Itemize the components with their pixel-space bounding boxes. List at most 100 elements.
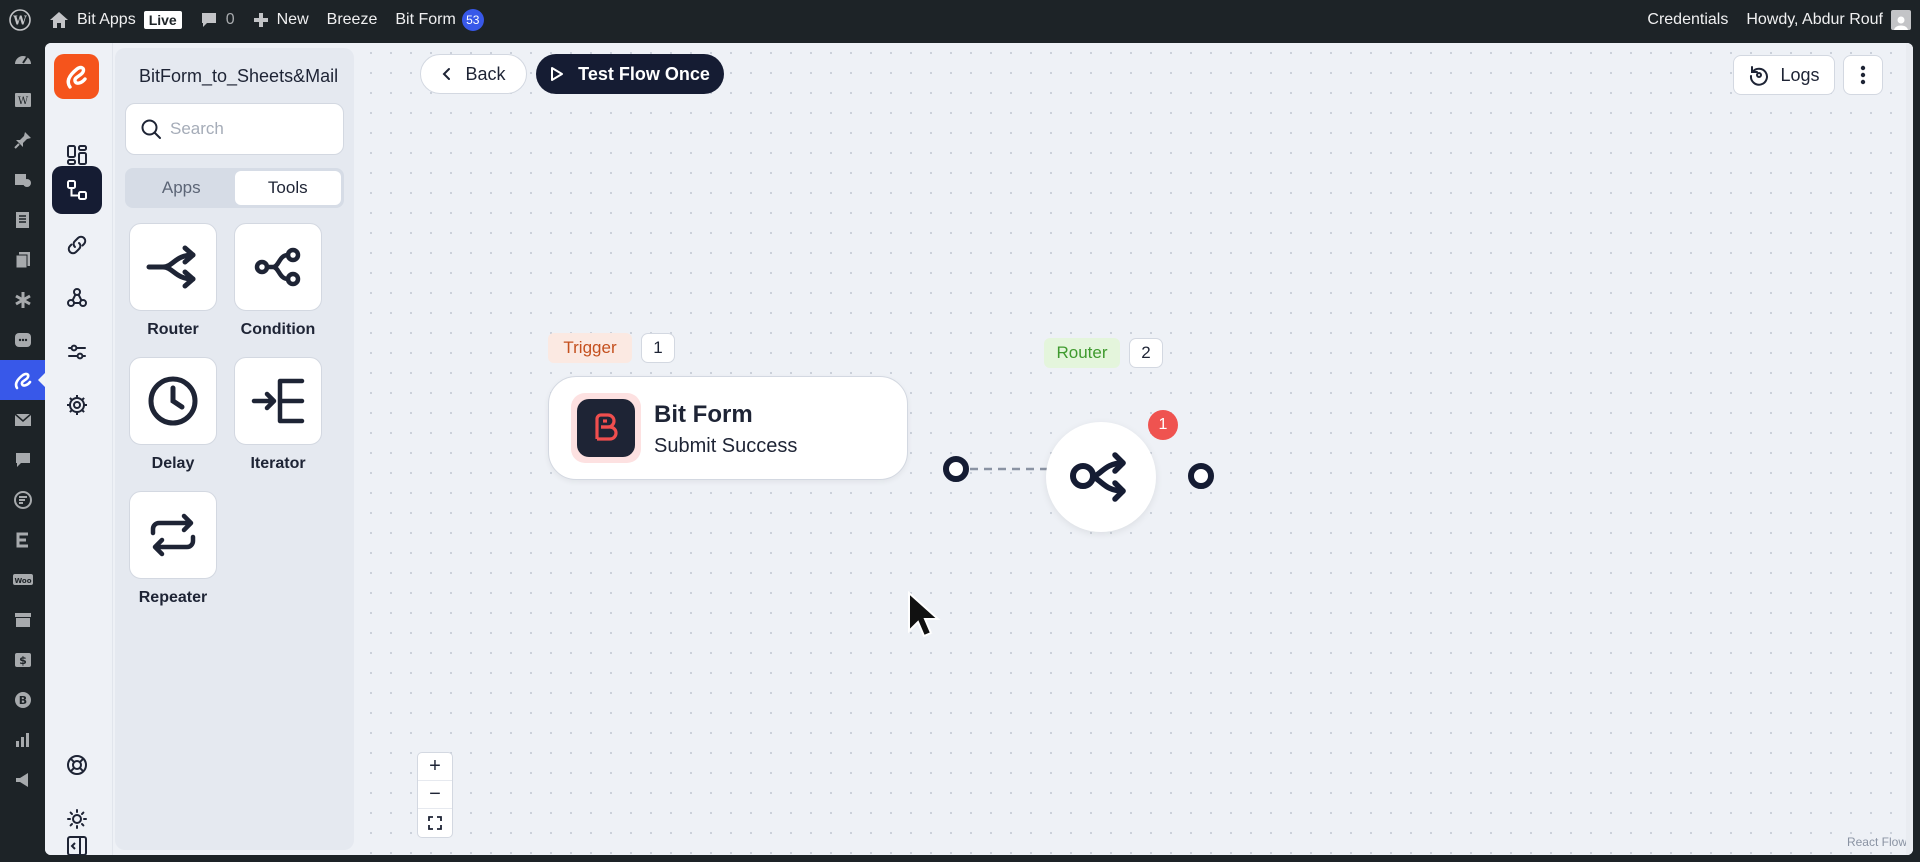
- settings-gear-icon[interactable]: [52, 381, 102, 429]
- analytics-icon[interactable]: [0, 720, 45, 760]
- trigger-tag: Trigger: [548, 333, 632, 363]
- search-input[interactable]: Search: [125, 103, 344, 155]
- megaphone-icon[interactable]: [0, 760, 45, 800]
- tab-tools[interactable]: Tools: [234, 171, 341, 205]
- kebab-menu-icon: [1860, 65, 1866, 85]
- bit-apps-menu-icon[interactable]: [0, 360, 46, 400]
- edge-trigger-router[interactable]: [361, 43, 1080, 493]
- iterator-tool-tile[interactable]: [234, 357, 322, 445]
- pages-icon[interactable]: [0, 200, 45, 240]
- plugin-asterisk-icon[interactable]: [0, 280, 45, 320]
- letter-e-icon[interactable]: [0, 520, 45, 560]
- bitform-link[interactable]: Bit Form 53: [386, 0, 492, 40]
- svg-text:W: W: [17, 96, 28, 107]
- theme-sun-icon[interactable]: [52, 795, 102, 843]
- tool-router[interactable]: Router: [129, 223, 217, 339]
- search-icon: [141, 119, 161, 139]
- wp-admin-menu: W Woo $ B: [0, 40, 46, 862]
- webhook-icon[interactable]: [52, 274, 102, 322]
- account-menu[interactable]: Howdy, Abdur Rouf: [1737, 0, 1920, 40]
- bitform-menu-icon[interactable]: [0, 480, 45, 520]
- bitform-count-badge: 53: [461, 9, 484, 31]
- bit-flows-app: BitForm_to_Sheets&Mail Search Apps Tools…: [45, 43, 1913, 855]
- dashboard-layout-icon[interactable]: [52, 131, 102, 179]
- router-tag: Router: [1044, 338, 1120, 368]
- wordpress-logo-icon[interactable]: W: [0, 0, 40, 40]
- trigger-output-handle[interactable]: [943, 456, 969, 482]
- flow-name[interactable]: BitForm_to_Sheets&Mail: [139, 66, 339, 86]
- tab-apps[interactable]: Apps: [161, 178, 201, 197]
- chevron-left-icon: [443, 68, 451, 80]
- chat-bubble-icon[interactable]: [0, 320, 45, 360]
- trigger-step-number: 1: [641, 333, 675, 363]
- svg-text:B: B: [18, 694, 26, 707]
- flows-icon[interactable]: [52, 166, 102, 214]
- tool-condition[interactable]: Condition: [234, 223, 322, 339]
- bitform-b-icon[interactable]: B: [0, 680, 45, 720]
- credentials-link[interactable]: Credentials: [1647, 11, 1729, 28]
- back-button[interactable]: Back: [420, 54, 527, 94]
- condition-tool-tile[interactable]: [234, 223, 322, 311]
- new-content-link[interactable]: New: [244, 0, 318, 40]
- fit-view-button[interactable]: [418, 809, 452, 837]
- archive-icon[interactable]: [0, 600, 45, 640]
- router-node[interactable]: [1046, 422, 1156, 532]
- delay-label: Delay: [151, 455, 195, 472]
- logs-button[interactable]: Logs: [1733, 55, 1835, 95]
- router-output-handle[interactable]: [1188, 463, 1214, 489]
- posts-pin-icon[interactable]: [0, 120, 45, 160]
- zoom-out-button[interactable]: −: [418, 781, 452, 809]
- bitform-label: Bit Form: [395, 11, 456, 28]
- canvas-scrollbar[interactable]: [1906, 43, 1913, 855]
- delay-tool-tile[interactable]: [129, 357, 217, 445]
- trigger-app-title: Bit Form: [654, 401, 753, 428]
- zoom-controls: + −: [417, 752, 453, 838]
- mail-icon[interactable]: [0, 400, 45, 440]
- iterator-label: Iterator: [250, 455, 306, 472]
- flow-canvas[interactable]: Back Test Flow Once Logs Trigger 1 Bit: [361, 43, 1913, 855]
- media-icon[interactable]: [0, 160, 45, 200]
- comments-menu-icon[interactable]: [0, 440, 45, 480]
- play-icon: [551, 67, 564, 81]
- site-name-link[interactable]: Bit Apps Live: [40, 0, 191, 40]
- breeze-link[interactable]: Breeze: [326, 11, 378, 28]
- svg-text:Woo: Woo: [14, 577, 31, 585]
- tool-repeater[interactable]: Repeater: [129, 491, 217, 607]
- test-flow-once-button[interactable]: Test Flow Once: [536, 54, 724, 94]
- copy-pages-icon[interactable]: [0, 240, 45, 280]
- router-input-handle[interactable]: [1070, 463, 1096, 489]
- new-label: New: [276, 11, 309, 28]
- support-lifebuoy-icon[interactable]: [52, 741, 102, 789]
- more-options-button[interactable]: [1843, 55, 1883, 95]
- clock-icon: [148, 376, 198, 426]
- back-label: Back: [465, 63, 506, 84]
- woocommerce-icon[interactable]: Woo: [0, 560, 45, 600]
- logs-label: Logs: [1780, 64, 1820, 85]
- sliders-icon[interactable]: [52, 328, 102, 376]
- logs-history-icon: [1750, 66, 1769, 86]
- wp-admin-bar: W Bit Apps Live 0 New Breeze Bit Form 53…: [0, 0, 1920, 40]
- home-icon: [50, 12, 68, 28]
- dashboard-icon[interactable]: [0, 40, 45, 80]
- plus-icon: [253, 13, 268, 27]
- repeater-tool-tile[interactable]: [129, 491, 217, 579]
- zoom-in-button[interactable]: +: [418, 753, 452, 781]
- router-icon: [146, 245, 196, 289]
- collapse-panel-icon[interactable]: [52, 822, 102, 855]
- condition-icon: [254, 247, 301, 287]
- react-flow-attribution[interactable]: React Flow: [1846, 835, 1907, 849]
- connections-link-icon[interactable]: [52, 221, 102, 269]
- dollar-icon[interactable]: $: [0, 640, 45, 680]
- router-tool-tile[interactable]: [129, 223, 217, 311]
- router-warning-badge[interactable]: 1: [1148, 410, 1178, 440]
- tool-iterator[interactable]: Iterator: [234, 357, 322, 473]
- live-badge: Live: [143, 11, 182, 29]
- repeat-icon: [150, 513, 196, 557]
- bit-flows-logo-icon[interactable]: [54, 54, 99, 99]
- mouse-cursor-icon: [908, 591, 941, 638]
- comments-link[interactable]: 0: [191, 0, 244, 40]
- bit-form-app-icon: [571, 393, 641, 463]
- tool-delay[interactable]: Delay: [129, 357, 217, 473]
- wp-themes-icon[interactable]: W: [0, 80, 45, 120]
- trigger-node[interactable]: Bit Form Submit Success: [548, 376, 908, 480]
